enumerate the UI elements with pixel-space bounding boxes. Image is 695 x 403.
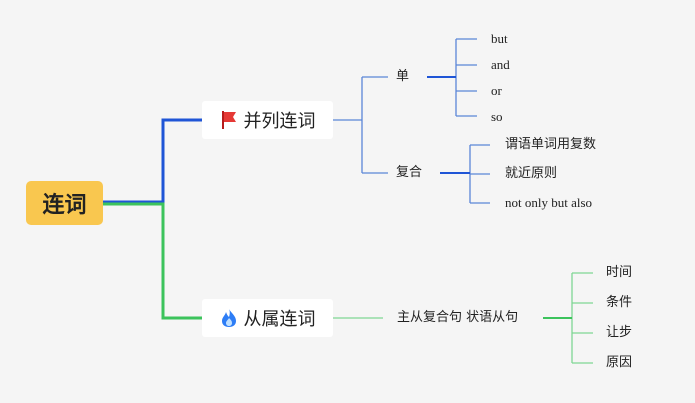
- sub-single-label: 单: [396, 69, 410, 84]
- leaf-label: or: [491, 83, 502, 98]
- leaf-but[interactable]: but: [491, 31, 508, 47]
- leaf-reason[interactable]: 原因: [606, 355, 632, 371]
- leaf-label: 条件: [606, 295, 633, 310]
- sub-compound-label: 复合: [396, 165, 423, 180]
- leaf-condition[interactable]: 条件: [606, 295, 632, 311]
- leaf-label: 就近原则: [505, 166, 558, 181]
- leaf-label: 谓语单词用复数: [505, 137, 597, 152]
- branch-subordinating[interactable]: 从属连词: [202, 299, 333, 337]
- leaf-or[interactable]: or: [491, 83, 502, 99]
- leaf-concession[interactable]: 让步: [606, 325, 632, 341]
- leaf-label: 时间: [606, 265, 633, 280]
- leaf-so[interactable]: so: [491, 109, 503, 125]
- connector-coordinating-sub: [333, 76, 388, 174]
- leaf-label: not only but also: [505, 195, 593, 210]
- branch-coordinating-label: 并列连词: [243, 111, 316, 132]
- root-label: 连词: [42, 193, 87, 218]
- root-node[interactable]: 连词: [26, 181, 103, 225]
- leaf-proximity-principle[interactable]: 就近原则: [505, 166, 557, 182]
- branch-coordinating[interactable]: 并列连词: [202, 101, 333, 139]
- leaf-time[interactable]: 时间: [606, 265, 632, 281]
- leaf-label: and: [491, 57, 510, 72]
- leaf-plural-predicate[interactable]: 谓语单词用复数: [505, 137, 596, 153]
- sub-adverbial-clause[interactable]: 主从复合句 状语从句: [397, 309, 518, 327]
- leaf-label: 让步: [606, 325, 633, 340]
- red-flag-icon: [220, 110, 238, 130]
- leaf-and[interactable]: and: [491, 57, 510, 73]
- sub-adverbial-clause-label: 主从复合句 状语从句: [397, 310, 519, 325]
- sub-single[interactable]: 单: [396, 68, 409, 86]
- sub-compound[interactable]: 复合: [396, 164, 422, 182]
- branch-subordinating-label: 从属连词: [243, 309, 316, 330]
- leaf-label: so: [491, 109, 503, 124]
- leaf-label: but: [491, 31, 508, 46]
- blue-flame-icon: [220, 308, 238, 328]
- leaf-not-only-but-also[interactable]: not only but also: [505, 195, 592, 211]
- connector-root-coordinating: [103, 118, 202, 204]
- connector-root-subordinating: [103, 202, 202, 320]
- leaf-label: 原因: [606, 355, 633, 370]
